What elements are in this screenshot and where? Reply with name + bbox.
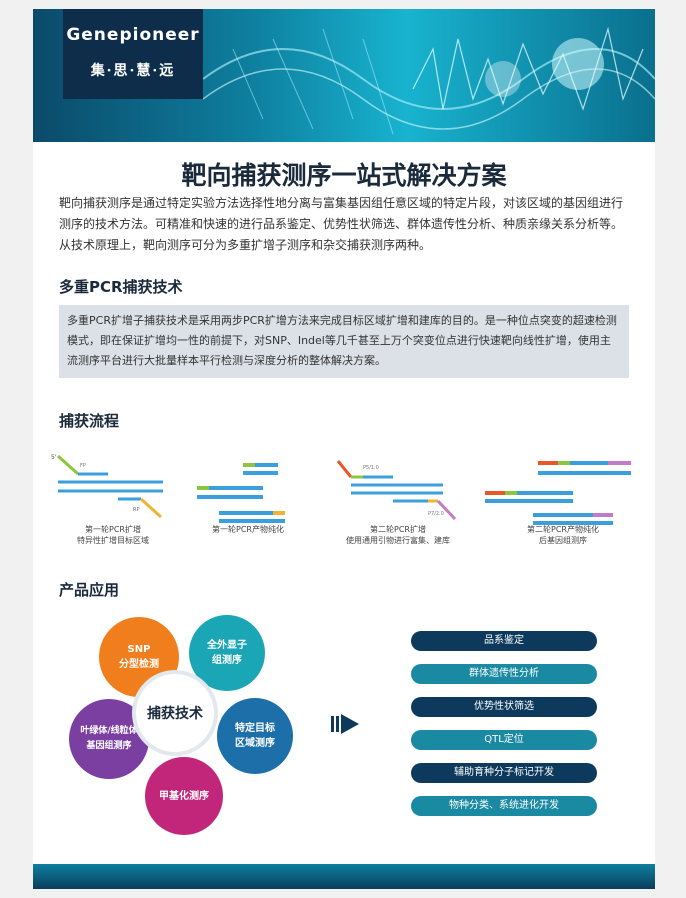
petal-methylation: 甲基化测序 xyxy=(145,757,223,835)
p7-label: P7/2.0 xyxy=(428,511,444,517)
caption-line: 后基因组测序 xyxy=(539,536,587,545)
caption-line: 第二轮PCR产物纯化 xyxy=(527,525,599,534)
caption-line: 第一轮PCR扩增 xyxy=(85,525,141,534)
flow-step-2-caption: 第一轮PCR产物纯化 xyxy=(183,524,313,535)
center-capture-technology: 捕获技术 xyxy=(132,670,218,756)
app-item: 物种分类、系统进化开发 xyxy=(411,796,597,816)
flow-step-1-graphic: 5' FP RP xyxy=(51,454,163,519)
flow-step-3-graphic: P5/1.0 P7/2.0 xyxy=(336,460,457,521)
arrow-right-icon xyxy=(331,714,359,734)
petal-label: 甲基化测序 xyxy=(159,790,209,802)
apps-heading: 产品应用 xyxy=(59,581,120,599)
app-item: QTL定位 xyxy=(411,730,597,750)
petal-exome: 全外显子 组测序 xyxy=(189,615,265,691)
intro-paragraph: 靶向捕获测序是通过特定实验方法选择性地分离与富集基因组任意区域的特定片段，对该区… xyxy=(59,196,624,252)
petal-label: 特定目标 区域测序 xyxy=(235,723,275,749)
footer-bar xyxy=(33,864,655,889)
flow-step-2-graphic xyxy=(197,463,285,523)
end-label: 5' xyxy=(51,454,57,461)
caption-line: 使用通用引物进行富集、建库 xyxy=(346,536,450,545)
dna-wave-graphic xyxy=(202,26,655,135)
caption-line: 第二轮PCR扩增 xyxy=(370,525,426,534)
company-logo: Genepioneer 集·思·慧·远 xyxy=(63,9,203,99)
app-item: 品系鉴定 xyxy=(411,631,597,651)
flow-step-4-caption: 第二轮PCR产物纯化 后基因组测序 xyxy=(498,524,628,546)
flow-step-1-caption: 第一轮PCR扩增 特异性扩增目标区域 xyxy=(48,524,178,546)
flow-step-3-caption: 第二轮PCR扩增 使用通用引物进行富集、建库 xyxy=(333,524,463,546)
pcr-description: 多重PCR扩增子捕获技术是采用两步PCR扩增方法来完成目标区域扩增和建库的目的。… xyxy=(59,305,629,378)
app-item: 优势性状筛选 xyxy=(411,697,597,717)
petal-label: SNP 分型检测 xyxy=(119,644,159,670)
logo-slogan: 集·思·慧·远 xyxy=(90,63,176,79)
petal-target: 特定目标 区域测序 xyxy=(217,698,293,774)
page-title: 靶向捕获测序一站式解决方案 xyxy=(181,161,507,190)
p5-label: P5/1.0 xyxy=(363,465,379,471)
flow-heading: 捕获流程 xyxy=(59,412,120,430)
app-item: 群体遗传性分析 xyxy=(411,664,597,684)
fp-label: FP xyxy=(80,463,86,469)
petal-snp: SNP 分型检测 xyxy=(99,617,179,697)
poster-page: Genepioneer 集·思·慧·远 靶向捕获测序一站式解决方案 靶向捕获测序… xyxy=(33,9,655,889)
header-banner: Genepioneer 集·思·慧·远 xyxy=(33,9,655,142)
logo-name: Genepioneer xyxy=(66,25,200,45)
flow-step-4-graphic xyxy=(485,461,631,525)
rp-label: RP xyxy=(133,507,140,513)
app-item: 辅助育种分子标记开发 xyxy=(411,763,597,783)
petal-label: 全外显子 组测序 xyxy=(207,640,247,666)
center-label: 捕获技术 xyxy=(147,706,203,722)
capture-flow-diagram: 5' FP RP P5/1.0 P7/2.0 xyxy=(51,454,631,525)
caption-line: 第一轮PCR产物纯化 xyxy=(212,525,284,534)
caption-line: 特异性扩增目标区域 xyxy=(77,536,149,545)
petal-label: 叶绿体/线粒体 基因组测序 xyxy=(80,726,138,751)
pcr-heading: 多重PCR捕获技术 xyxy=(59,278,183,296)
